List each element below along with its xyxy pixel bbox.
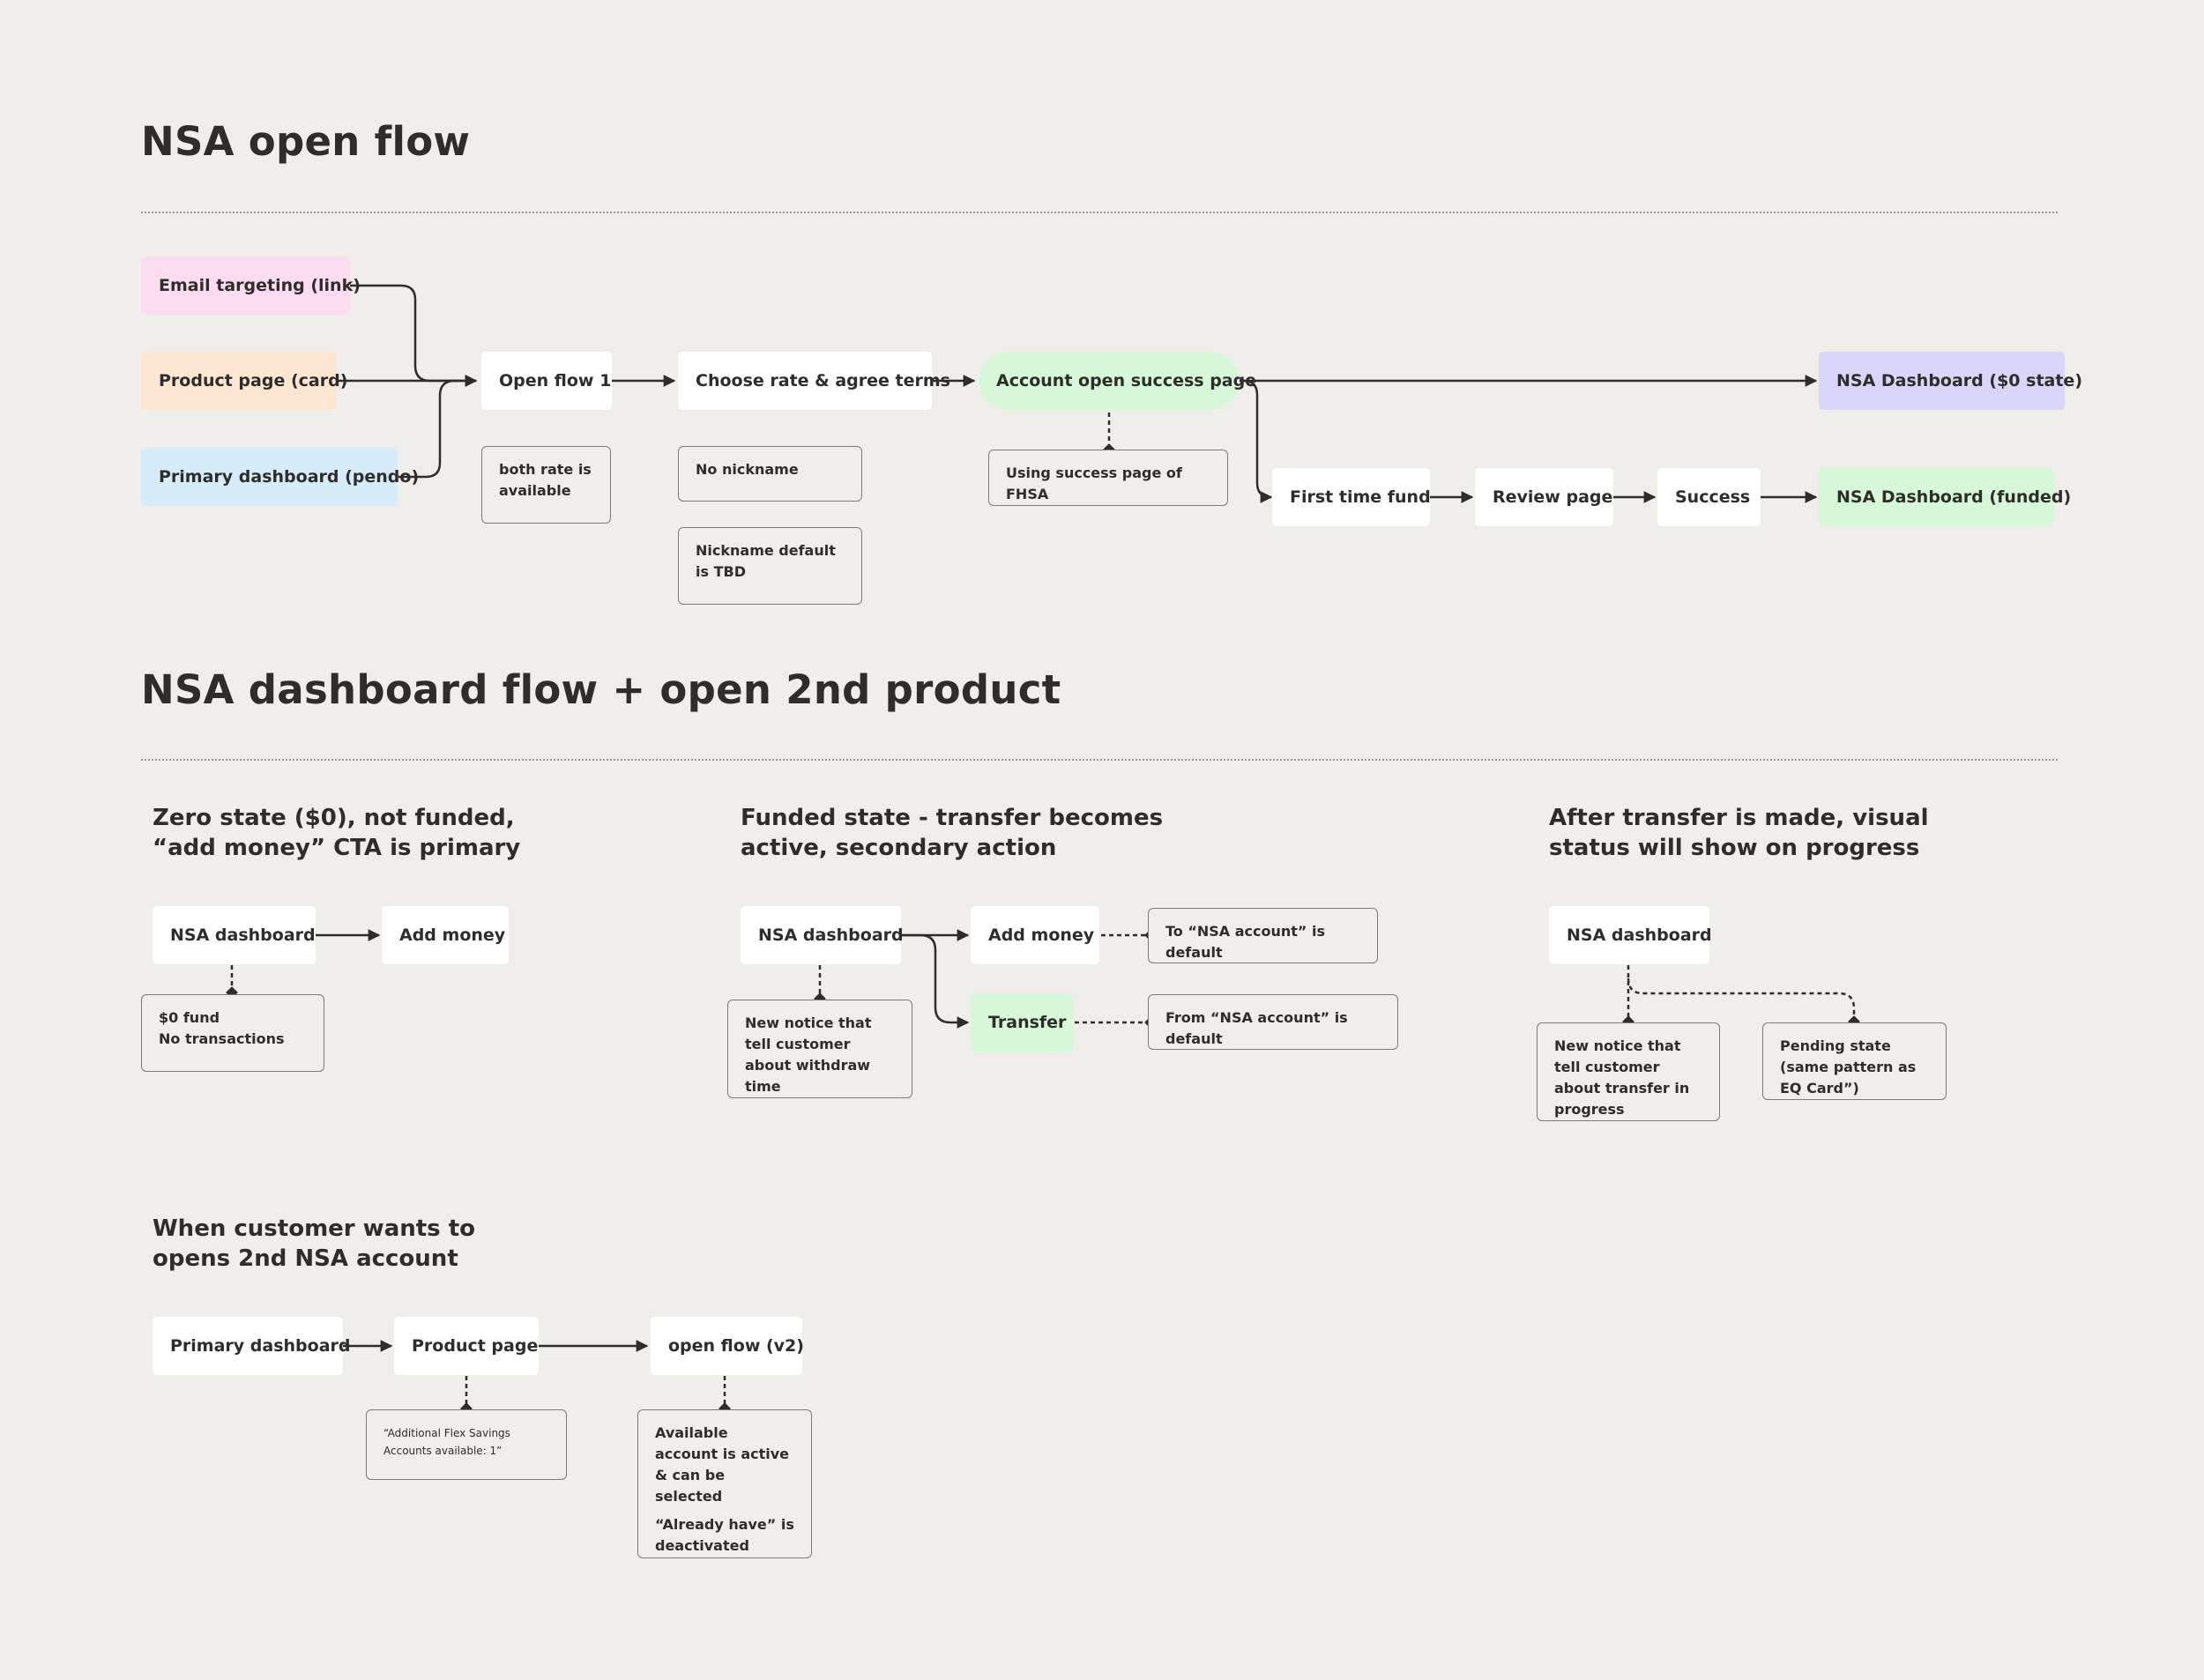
connector-after-dashboard-pending (1627, 978, 1860, 1028)
node-success[interactable]: Success (1657, 468, 1761, 526)
heading-after-transfer: After transfer is made, visual status wi… (1549, 803, 1929, 863)
note-line: Available account is active & can be sel… (655, 1424, 790, 1505)
heading-line: opens 2nd NSA account (153, 1245, 458, 1272)
note-available-account: Available account is active & can be sel… (637, 1409, 812, 1558)
node-dashboard-funded[interactable]: NSA Dashboard (funded) (1819, 468, 2071, 526)
heading-line: When customer wants to (153, 1215, 475, 1242)
note-pending-state: Pending state (same pattern as EQ Card”) (1762, 1022, 1947, 1100)
node-first-time-fund[interactable]: First time fund (1272, 468, 1431, 526)
node-open-flow-1[interactable]: Open flow 1 (481, 352, 612, 410)
node-dashboard-zero-state[interactable]: NSA Dashboard ($0 state) (1819, 352, 2082, 410)
node-review-page[interactable]: Review page (1475, 468, 1613, 526)
note-to-default: To “NSA account” is default (1148, 908, 1378, 963)
node-zero-add-money[interactable]: Add money (382, 906, 509, 964)
node-product-page-card[interactable]: Product page (card) (141, 352, 347, 410)
node-funded-nsa-dashboard[interactable]: NSA dashboard (741, 906, 904, 964)
note-both-rate: both rate is available (481, 446, 611, 524)
note-withdraw-time: New notice that tell customer about with… (727, 1000, 912, 1098)
node-email-targeting[interactable]: Email targeting (link) (141, 256, 361, 315)
node-product-page[interactable]: Product page (394, 1317, 539, 1375)
node-primary-dashboard-pendo[interactable]: Primary dashboard (pendo) (141, 448, 419, 506)
note-line: No transactions (159, 1030, 285, 1047)
note-text: “Additional Flex Savings Accounts availa… (383, 1427, 510, 1457)
connector-email-to-open-flow (350, 284, 478, 387)
node-primary-dashboard[interactable]: Primary dashboard (153, 1317, 351, 1375)
note-line: “Already have” is deactivated (655, 1516, 794, 1554)
connector-success-to-first-fund (1240, 379, 1273, 503)
note-line: $0 fund (159, 1009, 220, 1026)
heading-line: status will show on progress (1549, 835, 1920, 861)
node-open-flow-v2[interactable]: open flow (v2) (651, 1317, 804, 1375)
note-transfer-in-progress: New notice that tell customer about tran… (1537, 1022, 1720, 1121)
connector-primary-to-open-flow (398, 379, 476, 479)
connector-funded-to-transfer (902, 933, 970, 1029)
heading-line: Zero state ($0), not funded, (153, 805, 515, 831)
heading-second-account: When customer wants to opens 2nd NSA acc… (153, 1214, 475, 1274)
node-account-open-success[interactable]: Account open success page (979, 352, 1256, 410)
node-choose-rate[interactable]: Choose rate & agree terms (678, 352, 950, 410)
note-success-page-fhsa: Using success page of FHSA (988, 450, 1228, 506)
node-funded-transfer[interactable]: Transfer (971, 993, 1073, 1052)
heading-line: Funded state - transfer becomes (741, 805, 1164, 831)
heading-line: “add money” CTA is primary (153, 835, 521, 861)
heading-zero-state: Zero state ($0), not funded, “add money”… (153, 803, 520, 863)
note-from-default: From “NSA account” is default (1148, 994, 1398, 1050)
note-nickname-default: Nickname default is TBD (678, 527, 862, 605)
note-additional-accounts: “Additional Flex Savings Accounts availa… (366, 1409, 567, 1480)
section-divider (141, 759, 2058, 761)
node-zero-nsa-dashboard[interactable]: NSA dashboard (153, 906, 316, 964)
section-title-open-flow: NSA open flow (141, 118, 471, 165)
note-zero-fund: $0 fund No transactions (141, 994, 324, 1072)
heading-line: After transfer is made, visual (1549, 805, 1929, 831)
section-title-dashboard-flow: NSA dashboard flow + open 2nd product (141, 666, 1061, 713)
node-after-nsa-dashboard[interactable]: NSA dashboard (1549, 906, 1712, 964)
heading-line: active, secondary action (741, 835, 1057, 861)
heading-funded-state: Funded state - transfer becomes active, … (741, 803, 1163, 863)
section-divider (141, 212, 2058, 213)
node-funded-add-money[interactable]: Add money (971, 906, 1099, 964)
note-no-nickname: No nickname (678, 446, 862, 502)
